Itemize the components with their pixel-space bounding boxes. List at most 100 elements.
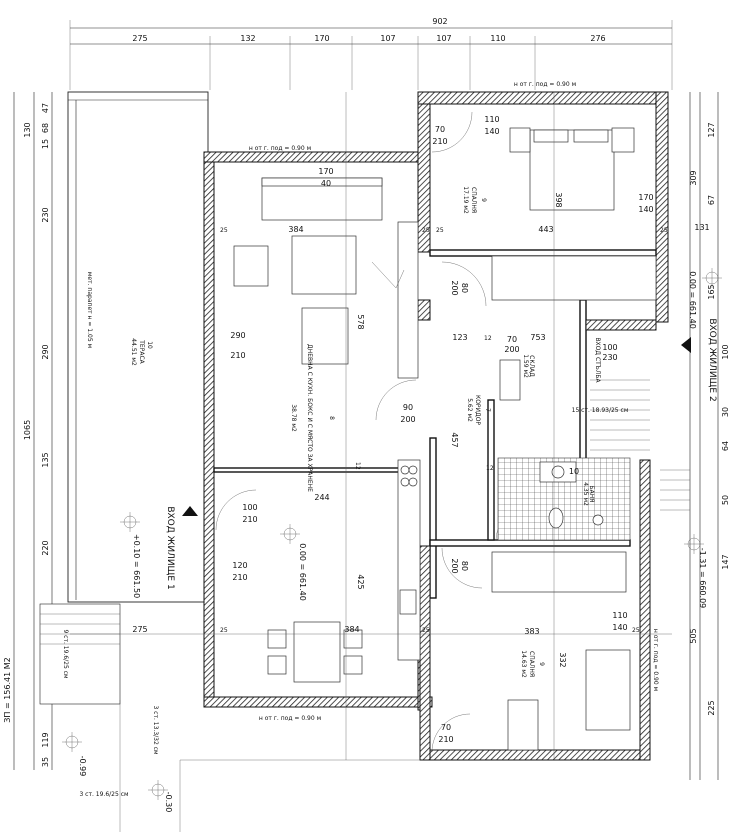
living-furniture xyxy=(233,177,421,683)
dim-right-7: 64 xyxy=(721,441,730,451)
dim-left-7: 135 xyxy=(41,452,50,467)
dim-384-a: 384 xyxy=(288,225,303,234)
bedroom-1: 443 398 9 СПАЛНЯ 17.19 м2 н от г. под = … xyxy=(462,81,657,301)
level-0.99: -0.99 xyxy=(78,756,87,777)
mk-5: 12 xyxy=(354,462,361,470)
sill-living-top: н от г. под = 0.90 м xyxy=(249,145,311,152)
door-12-w: 170 xyxy=(638,193,653,202)
dim-top-5: 110 xyxy=(490,34,505,43)
wardrobe xyxy=(491,255,657,301)
dim-right-9: 147 xyxy=(721,554,730,569)
dim-right-2: 67 xyxy=(707,195,716,205)
living-num: 8 xyxy=(328,416,335,420)
bed1-name: СПАЛНЯ xyxy=(470,187,477,213)
dim-244: 244 xyxy=(314,493,329,502)
door-4-h: 210 xyxy=(232,573,247,582)
bathroom: 10 БАНЯ 4.35 м2 xyxy=(497,457,631,541)
double-bed xyxy=(529,129,615,211)
dim-443: 443 xyxy=(538,225,553,234)
dim-457: 457 xyxy=(450,432,459,447)
door-5-w: 70 xyxy=(435,125,445,134)
entrance-1: ВХОД ЖИЛИЩЕ 1 xyxy=(165,506,175,589)
door-2-h: 200 xyxy=(400,415,415,424)
dim-383: 383 xyxy=(524,627,539,636)
dim-top-4: 107 xyxy=(436,34,451,43)
door-13-h: 140 xyxy=(484,127,499,136)
wardrobe-2 xyxy=(491,551,627,593)
door-4-w: 120 xyxy=(232,561,247,570)
door-7-w: 80 xyxy=(460,561,469,571)
dim-right-10: 505 xyxy=(689,628,698,643)
level-terrace: +0.10 = 661.50 xyxy=(132,534,141,598)
mk-0: 25 xyxy=(220,227,228,234)
dim-top-0: 275 xyxy=(132,34,147,43)
bath-name: БАНЯ xyxy=(588,486,595,503)
coffee-table xyxy=(291,235,357,295)
entrance-1-arrow xyxy=(182,506,198,516)
dim-left-8: 220 xyxy=(41,540,50,555)
parapet-note: мет. парапет н = 1.05 м xyxy=(86,272,93,348)
area-total: ЗП = 156.41 М2 xyxy=(3,657,12,722)
terrace-area: 44.51 м2 xyxy=(130,338,137,366)
door-7-h: 200 xyxy=(450,558,459,573)
mk-1: 25 xyxy=(422,227,430,234)
stairs-9: 9 ст. 19.6/25 см xyxy=(62,629,69,678)
dim-left-4: 230 xyxy=(41,207,50,222)
bed2-area: 14.63 м2 xyxy=(520,650,527,678)
bed2-name: СПАЛНЯ xyxy=(528,651,535,677)
dim-top-total: 902 xyxy=(432,17,447,26)
dim-left-5: 290 xyxy=(41,344,50,359)
terrace: мет. парапет н = 1.05 м 10 ТЕРАСА 44.51 … xyxy=(67,91,209,603)
terrace-num: 10 xyxy=(146,341,153,349)
level-0.30: -0.30 xyxy=(164,792,173,813)
tv-unit xyxy=(397,221,419,379)
dim-332: 332 xyxy=(558,652,567,667)
door-14-w: 110 xyxy=(612,611,627,620)
entrance-2-label: ВХОД ЖИЛИЩЕ 2 xyxy=(707,318,717,401)
sill-living-bottom: н от г. под = 0.90 м xyxy=(259,715,321,722)
door-10-h: 200 xyxy=(504,345,519,354)
dim-top-3: 107 xyxy=(380,34,395,43)
dim-left-2: 15 xyxy=(41,139,50,149)
mk-8: 25 xyxy=(422,627,430,634)
dim-right-6: 30 xyxy=(721,407,730,417)
door-swings xyxy=(215,111,527,753)
door-12-h: 140 xyxy=(638,205,653,214)
stairs-15: 15 ст. 18.93/25 см xyxy=(572,407,629,414)
sink xyxy=(399,589,417,615)
sill-bed1: н от г. под = 0.90 м xyxy=(514,81,576,88)
dim-left-3: 130 xyxy=(23,122,32,137)
cor-area: 5.62 м2 xyxy=(466,398,473,422)
dim-right-3: 131 xyxy=(694,223,709,232)
dim-384-b: 384 xyxy=(344,625,359,634)
dim-248: 10 xyxy=(569,467,579,476)
door-14-h: 140 xyxy=(612,623,627,632)
dim-275: 275 xyxy=(132,625,147,634)
cor-name: КОРИДОР xyxy=(474,395,481,425)
dim-left-11: 35 xyxy=(41,757,50,767)
living-texts: 384 384 578 425 244 275 8 ДНЕВНА С КУХН.… xyxy=(120,145,365,722)
door-6-h: 200 xyxy=(450,280,459,295)
mk-4: 25 xyxy=(220,627,228,634)
dim-right-11: 225 xyxy=(707,700,716,715)
terrace-name: ТЕРАСА xyxy=(138,339,145,364)
dim-left-1: 68 xyxy=(41,123,50,133)
dim-left-9: 119 xyxy=(41,732,50,747)
door-0-w: 170 xyxy=(318,167,333,176)
entrance-2-arrow xyxy=(681,337,691,353)
mk-7: 12 xyxy=(484,335,492,342)
door-5-h: 210 xyxy=(432,137,447,146)
door-8-h: 210 xyxy=(438,735,453,744)
stair-treads xyxy=(590,379,650,451)
dim-578: 578 xyxy=(356,314,365,329)
mk-9: 25 xyxy=(632,627,640,634)
stairs-3b: 3 ст. 13.3/32 см xyxy=(152,705,159,754)
dim-right-0: 127 xyxy=(707,122,716,137)
bedroom-2: 383 332 9 СПАЛНЯ 14.63 м2 н от г. под = … xyxy=(491,551,659,751)
door-11-w: 100 xyxy=(602,343,617,352)
door-1-w: 290 xyxy=(230,331,245,340)
dim-right-1: 309 xyxy=(689,170,698,185)
stairs-3a: 3 ст. 19.6/25 см xyxy=(79,791,128,798)
lower-left: 9 ст. 19.6/25 см 3 ст. 19.6/25 см 3 ст. … xyxy=(39,603,420,832)
